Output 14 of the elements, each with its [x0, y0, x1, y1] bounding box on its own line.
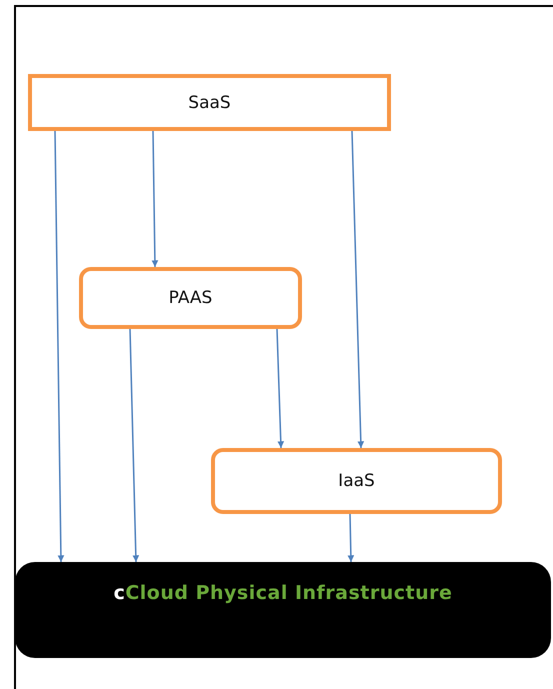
box-label: cCloud Physical Infrastructure: [114, 582, 452, 604]
box-label: PAAS: [168, 288, 212, 308]
service-box: [211, 448, 502, 514]
box-label: IaaS: [338, 471, 375, 491]
infrastructure-bar: [15, 562, 551, 658]
arrow: [351, 130, 364, 448]
box-label: SaaS: [188, 92, 231, 112]
arrow: [129, 328, 140, 562]
arrow: [54, 130, 64, 562]
arrow: [152, 130, 158, 268]
service-box: [28, 74, 391, 131]
arrow: [347, 514, 354, 562]
arrow: [276, 328, 284, 448]
service-box: [79, 267, 302, 329]
